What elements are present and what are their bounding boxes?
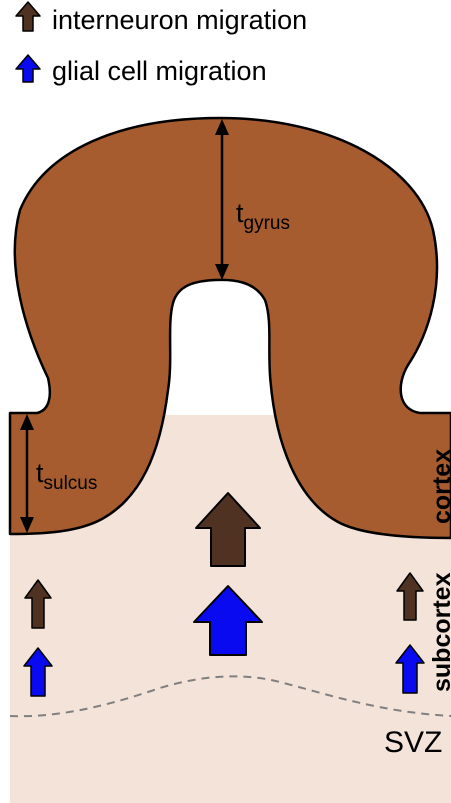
legend-item-glial: glial cell migration (16, 55, 267, 86)
blue-up-arrow-icon (16, 55, 40, 82)
subcortex-label: subcortex (428, 572, 451, 692)
cortex-label: cortex (428, 449, 451, 524)
legend-label-interneuron: interneuron migration (52, 5, 307, 35)
legend-label-glial: glial cell migration (52, 56, 267, 86)
svz-label: SVZ (384, 726, 442, 759)
legend-item-interneuron: interneuron migration (16, 2, 307, 35)
brown-up-arrow-icon (16, 2, 40, 31)
legend: interneuron migration glial cell migrati… (16, 2, 307, 86)
